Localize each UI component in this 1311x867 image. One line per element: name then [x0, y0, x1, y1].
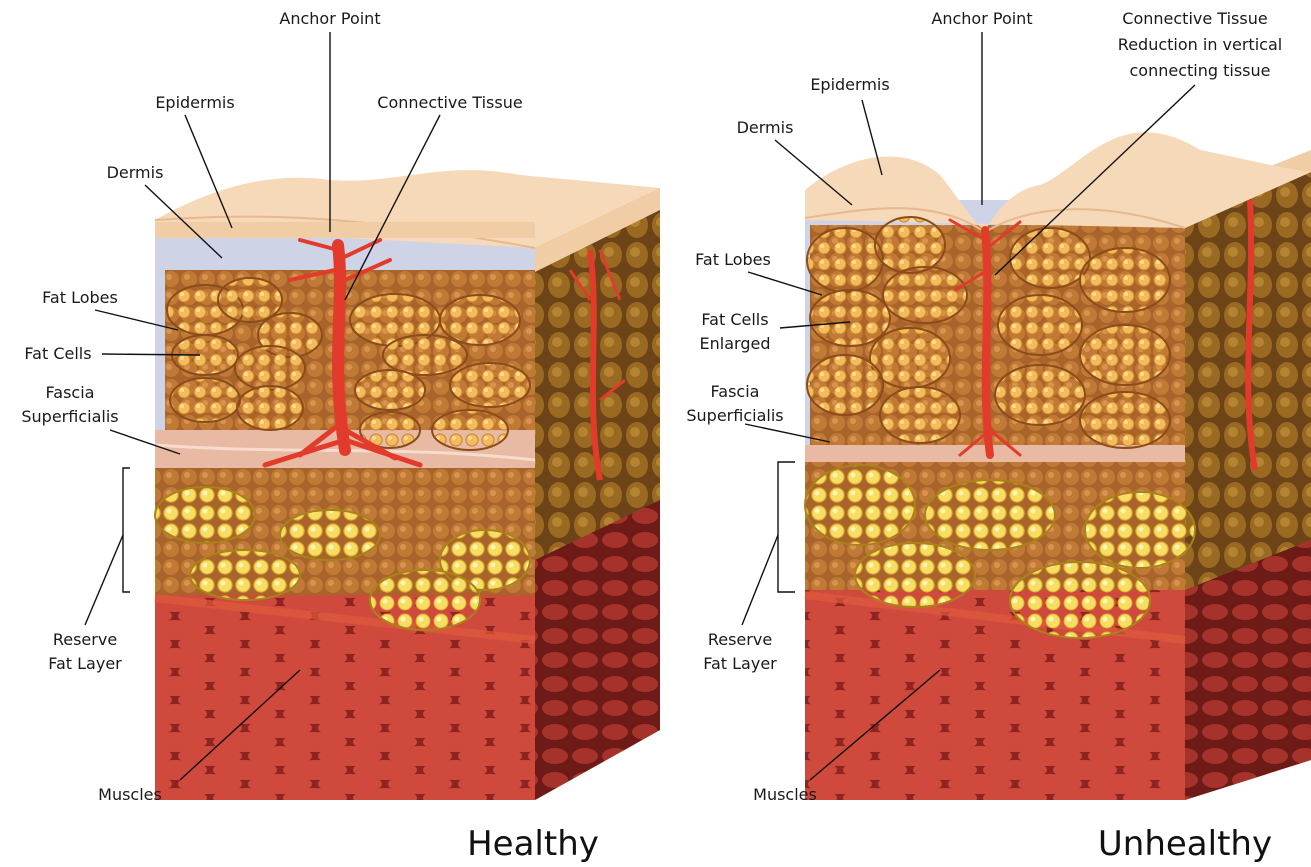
label-fat-layer-healthy: Fat Layer	[48, 654, 122, 673]
label-muscles-unhealthy: Muscles	[753, 785, 817, 804]
label-epidermis-healthy: Epidermis	[155, 93, 234, 112]
label-fat-cells-1-unhealthy: Fat Cells	[701, 310, 768, 329]
label-fat-cells-healthy: Fat Cells	[24, 344, 91, 363]
label-fat-layer-unhealthy: Fat Layer	[703, 654, 777, 673]
label-fat-lobes-healthy: Fat Lobes	[42, 288, 118, 307]
label-fascia-unhealthy: Fascia	[711, 382, 760, 401]
label-connective-1-unhealthy: Connective Tissue	[1122, 9, 1267, 28]
label-reserve-healthy: Reserve	[53, 630, 117, 649]
label-superficialis-healthy: Superficialis	[21, 407, 118, 426]
label-connective-tissue-healthy: Connective Tissue	[377, 93, 522, 112]
healthy-block	[155, 170, 660, 800]
label-dermis-healthy: Dermis	[107, 163, 164, 182]
label-dermis-unhealthy: Dermis	[737, 118, 794, 137]
title-unhealthy: Unhealthy	[1098, 824, 1272, 864]
title-healthy: Healthy	[467, 824, 599, 864]
label-anchor-point-healthy: Anchor Point	[279, 9, 380, 28]
label-fascia-healthy: Fascia	[46, 383, 95, 402]
label-fat-cells-2-unhealthy: Enlarged	[700, 334, 771, 353]
unhealthy-block	[805, 132, 1311, 800]
label-connective-3-unhealthy: connecting tissue	[1130, 61, 1271, 80]
label-connective-2-unhealthy: Reduction in vertical	[1118, 35, 1282, 54]
label-reserve-unhealthy: Reserve	[708, 630, 772, 649]
label-muscles-healthy: Muscles	[98, 785, 162, 804]
label-fat-lobes-unhealthy: Fat Lobes	[695, 250, 771, 269]
label-epidermis-unhealthy: Epidermis	[810, 75, 889, 94]
label-anchor-point-unhealthy: Anchor Point	[931, 9, 1032, 28]
label-superficialis-unhealthy: Superficialis	[686, 406, 783, 425]
